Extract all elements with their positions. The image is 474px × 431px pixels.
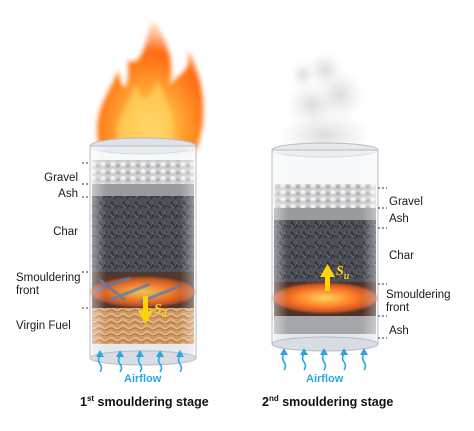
right-airflow-arrows <box>280 348 368 371</box>
left-column <box>89 137 197 366</box>
left-label-front: Smouldering front <box>16 272 81 297</box>
left-layer-markers <box>82 162 90 309</box>
right-label-front: Smouldering front <box>386 289 451 314</box>
left-speed-arrow <box>138 296 153 324</box>
right-column <box>271 142 379 352</box>
right-label-gravel: Gravel <box>389 196 423 208</box>
right-layer-markers <box>378 187 387 339</box>
left-stage-title: 1st smouldering stage <box>80 394 209 410</box>
left-airflow-arrows <box>96 350 184 373</box>
right-speed-arrow <box>320 264 335 291</box>
left-label-gravel: Gravel <box>44 172 78 184</box>
right-stage-title: 2nd smouldering stage <box>262 394 394 410</box>
left-airflow-label: Airflow <box>124 373 162 385</box>
left-label-char: Char <box>53 226 78 238</box>
left-label-ash: Ash <box>58 188 78 200</box>
left-flame <box>97 12 204 150</box>
right-airflow-label: Airflow <box>306 373 344 385</box>
left-speed-label: Sd <box>154 302 167 320</box>
right-speed-label: Su <box>336 264 350 282</box>
right-label-char: Char <box>389 250 414 262</box>
right-smoke <box>277 52 373 157</box>
left-label-virgin-fuel: Virgin Fuel <box>16 320 71 332</box>
right-label-ash-bottom: Ash <box>389 325 409 337</box>
right-label-ash-top: Ash <box>389 213 409 225</box>
